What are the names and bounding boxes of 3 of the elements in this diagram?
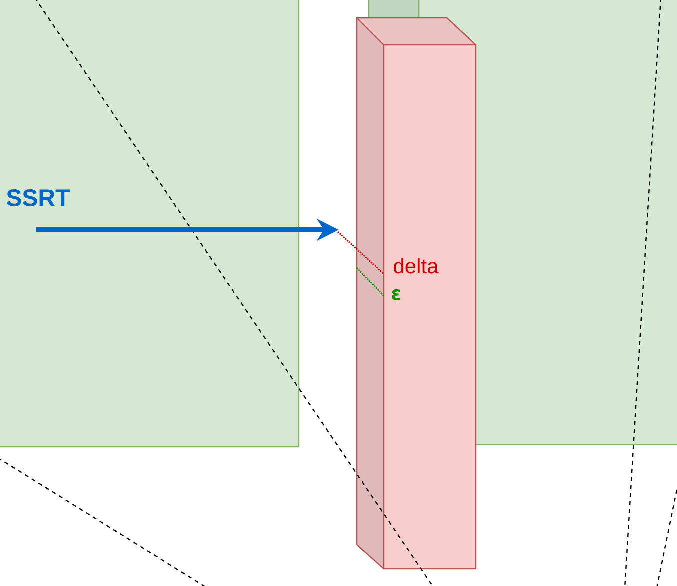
label: delta [394, 258, 439, 274]
label: ε [392, 290, 401, 300]
label: SSRT [6, 190, 70, 206]
